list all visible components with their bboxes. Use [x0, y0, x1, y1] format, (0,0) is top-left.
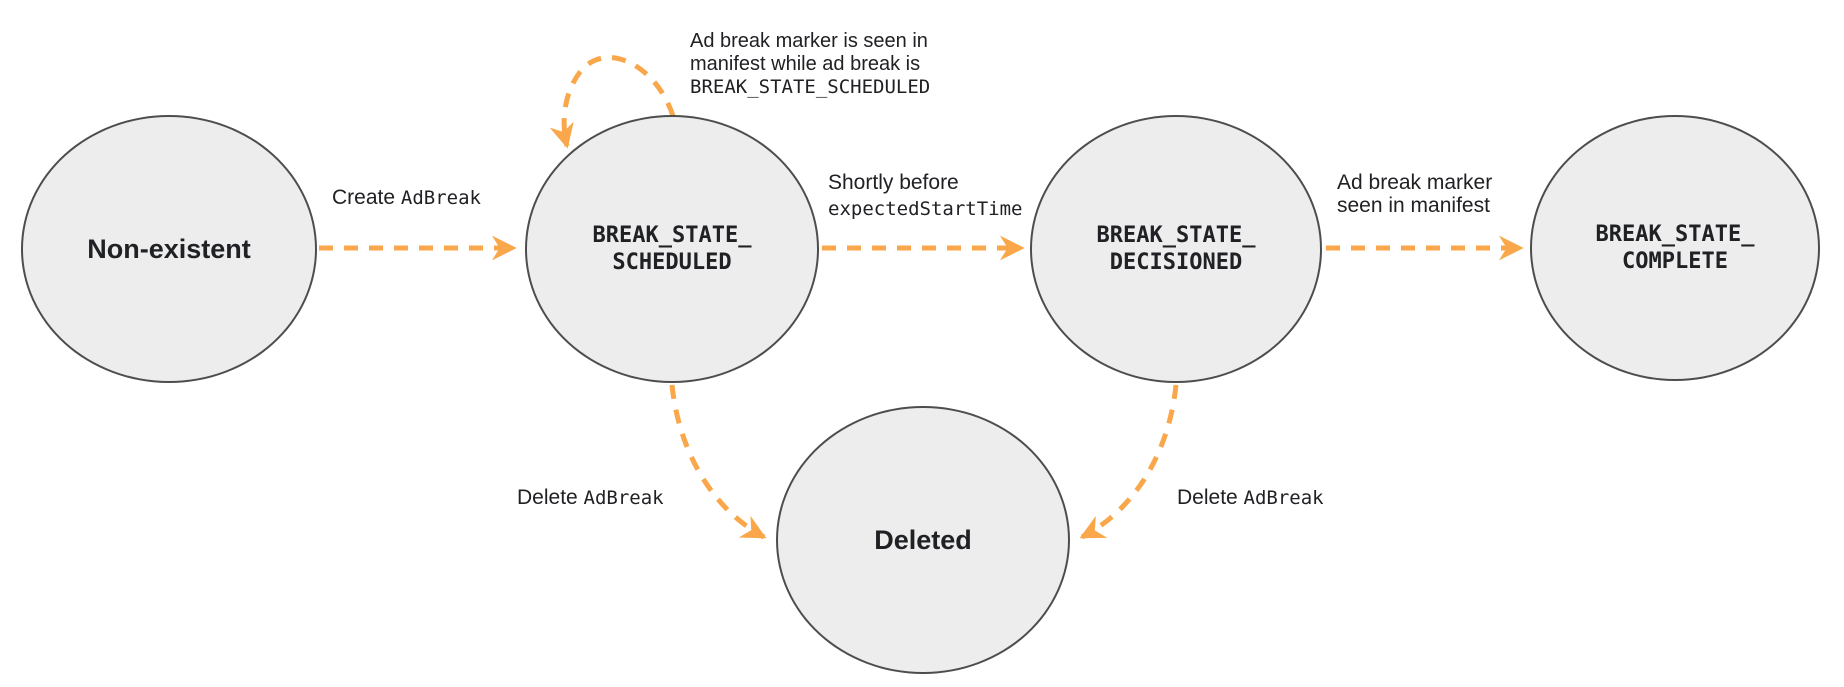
edge-label-line1: Shortly before	[828, 171, 959, 194]
state-label: Non-existent	[87, 234, 251, 264]
edge-label-line2: manifest while ad break is	[690, 53, 921, 75]
edge-label-line3-code: BREAK_STATE_SCHEDULED	[690, 76, 931, 98]
edge-label-line2: seen in manifest	[1337, 194, 1490, 217]
edge-label-plain: Create	[332, 186, 401, 209]
edge-label-delete-from-scheduled: Delete AdBreak	[517, 486, 664, 510]
state-non-existent: Non-existent	[21, 115, 317, 383]
edge-label-selfloop: Ad break marker is seen in manifest whil…	[690, 30, 930, 99]
edge-label-delete-from-decisioned: Delete AdBreak	[1177, 486, 1324, 510]
edge-label-line1: Ad break marker is seen in	[690, 30, 928, 52]
edge-label-code: AdBreak	[583, 487, 664, 509]
edge-label-line2-code: expectedStartTime	[828, 198, 1023, 220]
state-label-line2: COMPLETE	[1622, 249, 1728, 274]
edge-delete-from-scheduled-arrow	[669, 384, 767, 540]
state-label-line2: SCHEDULED	[612, 250, 732, 275]
edge-label-marker-seen: Ad break marker seen in manifest	[1337, 171, 1492, 217]
edge-label-code: AdBreak	[1243, 487, 1324, 509]
state-label-line2: DECISIONED	[1109, 250, 1243, 275]
edge-label-plain: Delete	[1177, 486, 1244, 509]
state-break-state-scheduled: BREAK_STATE_ SCHEDULED	[525, 115, 819, 383]
edge-label-line1: Ad break marker	[1337, 171, 1493, 194]
state-break-state-decisioned: BREAK_STATE_ DECISIONED	[1030, 115, 1322, 383]
edge-label-code: AdBreak	[400, 187, 481, 209]
state-label: Deleted	[874, 525, 972, 555]
state-label-line1: BREAK_STATE_	[1595, 222, 1755, 247]
edge-label-before-start: Shortly before expectedStartTime	[828, 170, 1022, 222]
edge-delete-from-decisioned-arrow	[1079, 384, 1179, 540]
state-label-line1: BREAK_STATE_	[1096, 223, 1256, 248]
state-deleted: Deleted	[776, 406, 1070, 674]
edge-label-create-adbreak: Create AdBreak	[332, 186, 481, 210]
state-label-line1: BREAK_STATE_	[592, 223, 752, 248]
edge-label-plain: Delete	[517, 486, 584, 509]
state-break-state-complete: BREAK_STATE_ COMPLETE	[1530, 115, 1820, 381]
